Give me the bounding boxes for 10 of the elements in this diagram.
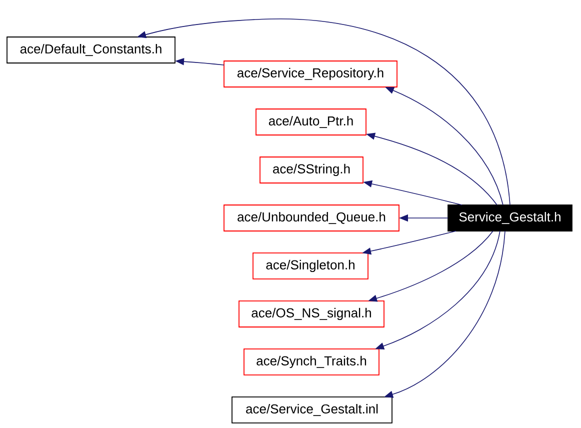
file-box: ace/Service_Repository.h: [224, 60, 398, 88]
file-box: ace/Synch_Traits.h: [244, 348, 380, 376]
file-box: ace/Auto_Ptr.h: [256, 108, 366, 136]
file-box: ace/Unbounded_Queue.h: [224, 204, 400, 232]
highlighted-file-box: Service_Gestalt.h: [448, 204, 572, 232]
file-box: ace/OS_NS_signal.h: [238, 300, 384, 328]
file-box: ace/Singleton.h: [252, 252, 368, 280]
file-box: ace/Default_Constants.h: [6, 36, 176, 64]
file-box: ace/SString.h: [260, 156, 364, 184]
file-box: ace/Service_Gestalt.inl: [232, 396, 392, 424]
